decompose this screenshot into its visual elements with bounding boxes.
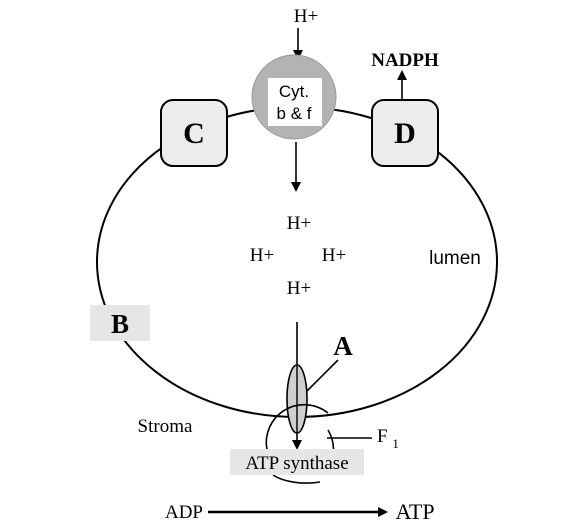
f1-label: F 1 — [377, 426, 399, 451]
complex-c-label: C — [183, 117, 205, 150]
h-plus-ion-2: H+ — [250, 245, 274, 266]
label-b-box: B — [90, 305, 150, 341]
label-a: A — [333, 331, 353, 361]
h-plus-ion-4: H+ — [287, 278, 311, 299]
atp-synthase-label-box: ATP synthase — [230, 449, 364, 475]
h-plus-ion-1: H+ — [287, 213, 311, 234]
h-plus-ion-3: H+ — [322, 245, 346, 266]
label-b: B — [111, 309, 129, 339]
stroma-label: Stroma — [138, 416, 193, 437]
h-plus-top-label: H+ — [294, 6, 318, 27]
lumen-label: lumen — [429, 248, 481, 269]
cytochrome-bf-complex: Cyt. b & f — [251, 54, 337, 140]
nadph-label: NADPH — [371, 50, 439, 71]
complex-d-label: D — [394, 117, 416, 150]
atp-label: ATP — [395, 499, 434, 524]
f1-label-sub: 1 — [392, 436, 399, 451]
cytochrome-label-line1: Cyt. — [279, 82, 309, 101]
label-a-pointer — [303, 359, 339, 395]
atp-synthase-label: ATP synthase — [245, 453, 348, 474]
complex-c-box: C — [160, 99, 228, 167]
adp-label: ADP — [165, 502, 203, 523]
cytochrome-label-line2: b & f — [277, 104, 312, 123]
complex-d-box: D — [371, 99, 439, 167]
f1-label-main: F — [377, 426, 388, 447]
